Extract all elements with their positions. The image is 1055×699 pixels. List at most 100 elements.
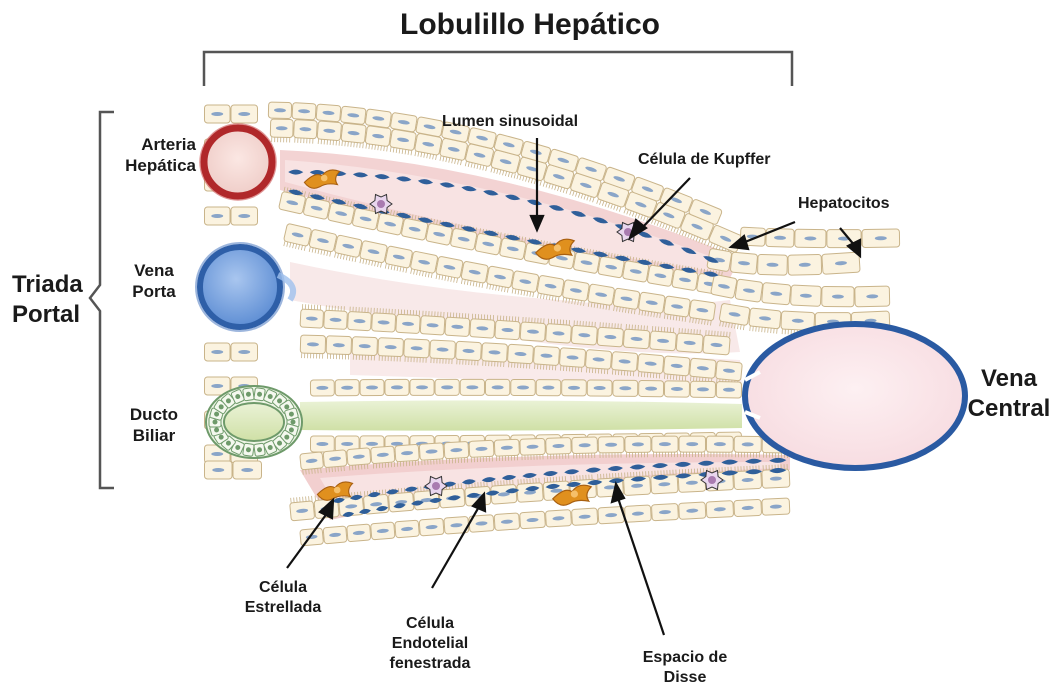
hepatocyte	[233, 461, 262, 479]
duct-epithelial-cell	[254, 443, 266, 456]
celula-estrellada-label: Célula Estrellada	[228, 578, 338, 618]
triada-portal-label: Triada Portal	[12, 270, 83, 330]
hepatocyte	[310, 436, 334, 452]
hepatocyte	[389, 129, 417, 156]
hepatocyte	[323, 526, 347, 544]
hepatocyte	[205, 105, 231, 123]
hepatocyte	[485, 379, 509, 395]
hepatocyte	[316, 104, 341, 122]
hepatocyte	[520, 511, 546, 529]
hepatocyte	[326, 336, 352, 360]
hepatocyte	[639, 380, 664, 396]
hepatocyte	[324, 305, 348, 329]
hepatocyte	[762, 498, 790, 515]
vena-porta-label: Vena Porta	[112, 260, 196, 303]
hepatocyte	[460, 379, 484, 395]
hepatocyte	[268, 102, 291, 119]
hepatocyte	[730, 252, 757, 274]
hepatocyte	[561, 280, 589, 307]
hepatocyte	[762, 283, 791, 305]
hepatocyte	[390, 112, 417, 132]
espacio-disse-label: Espacio de Disse	[630, 648, 740, 688]
hepatocyte	[205, 343, 231, 361]
hepatocyte	[598, 506, 625, 523]
hepatocyte	[289, 496, 314, 521]
hepatocyte	[716, 382, 741, 398]
hepatocyte	[293, 120, 317, 144]
hepatocyte	[300, 528, 324, 546]
lobule-bracket	[204, 52, 792, 86]
hepatocyte	[651, 503, 678, 520]
hepatocyte	[511, 271, 539, 298]
hepatocyte	[300, 304, 324, 328]
hepatocyte	[292, 103, 316, 120]
hepatocyte	[385, 379, 409, 395]
hepatocyte	[371, 522, 395, 540]
bile-duct	[206, 386, 302, 458]
hepatocyte	[572, 508, 598, 526]
hepatocyte	[460, 261, 489, 288]
hepatocyte	[300, 335, 326, 359]
arteria-hepatica-label: Arteria Hepática	[100, 134, 196, 177]
duct-epithelial-cell	[243, 388, 255, 401]
vena-central-label: Vena Central	[965, 364, 1053, 424]
hepatocyte	[494, 513, 520, 531]
hepatocyte	[690, 381, 715, 397]
hepatocyte	[435, 379, 459, 395]
hepatocyte	[734, 499, 762, 516]
hepatocyte	[485, 266, 514, 293]
hepatocyte	[340, 123, 366, 148]
ducto-biliar-label: Ducto Biliar	[112, 404, 196, 447]
hepatocyte	[205, 461, 233, 479]
hepatocyte	[231, 207, 258, 225]
bile-canal	[300, 400, 742, 430]
portal-vein	[196, 243, 293, 331]
hepatocyte	[231, 343, 258, 361]
lumen-sinusoidal-label: Lumen sinusoidal	[442, 112, 578, 132]
hepatocyte	[413, 133, 442, 160]
hepatocyte	[347, 524, 371, 542]
hepatocyte	[419, 518, 444, 536]
hepatocyte	[511, 379, 535, 395]
hepatocyte	[536, 275, 564, 302]
hepatocyte	[358, 240, 387, 268]
hepatocyte	[395, 520, 420, 538]
hepatocyte	[340, 106, 366, 125]
celula-kupffer-label: Célula de Kupffer	[638, 150, 770, 170]
hepatocyte	[335, 380, 359, 396]
hepatocyte	[409, 251, 438, 278]
celula-endotelial-label: Célula Endotelial fenestrada	[380, 614, 480, 674]
hepatocyte	[545, 510, 571, 528]
hepatocyte	[410, 379, 434, 395]
hepatocyte	[862, 229, 900, 248]
hepatocyte	[795, 229, 826, 247]
hepatocyte	[308, 229, 337, 257]
hepatocyte	[562, 380, 587, 396]
hepatocyte	[365, 109, 391, 128]
hepatocyte	[679, 436, 705, 457]
hepatocyte	[384, 246, 413, 274]
hepatocyte	[270, 119, 293, 143]
hepatocyte	[788, 254, 822, 275]
hepatocyte	[625, 505, 652, 522]
hepatocyte	[758, 254, 788, 275]
hepatocyte	[587, 380, 612, 396]
hepatic-artery	[200, 124, 276, 200]
hepatocyte	[310, 380, 334, 396]
hepatocyte	[360, 379, 384, 395]
hepatocyte	[855, 286, 890, 307]
hepatocyte	[664, 381, 689, 397]
hepatocyte	[364, 126, 391, 152]
hepatocyte	[435, 256, 464, 283]
lobule-title: Lobulillo Hepático	[370, 6, 690, 44]
hepatocyte	[735, 279, 763, 302]
hepatocyte	[679, 502, 706, 519]
hepatocyte	[317, 121, 342, 146]
hepatocyte	[791, 285, 822, 306]
hepatocyte	[231, 105, 258, 123]
central-vein	[745, 324, 965, 468]
hepatocitos-label: Hepatocitos	[798, 194, 890, 214]
hepatocyte	[822, 286, 854, 306]
hepatocyte	[711, 274, 738, 298]
